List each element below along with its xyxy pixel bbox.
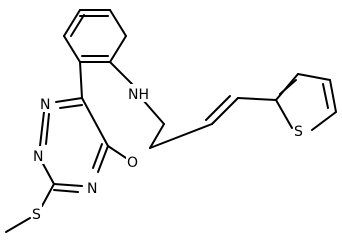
triazine-ring <box>39 97 109 193</box>
bond <box>107 145 130 161</box>
bond <box>39 111 45 147</box>
s-methylthio-label: S <box>32 207 41 223</box>
n-label: N <box>33 149 43 165</box>
bond <box>109 9 127 37</box>
o-label: O <box>127 155 138 171</box>
methylthio-group <box>5 183 55 233</box>
s-thiophene-label: S <box>294 124 303 140</box>
bond <box>70 14 85 37</box>
bond <box>97 145 109 173</box>
bond <box>142 99 165 125</box>
n-label: N <box>87 181 97 197</box>
benzene-ring <box>63 9 127 63</box>
n-label: N <box>40 97 50 113</box>
vinyl-linker <box>149 95 277 149</box>
bond <box>53 189 79 193</box>
bond <box>149 123 165 149</box>
bond <box>109 35 127 63</box>
bond <box>109 61 135 87</box>
bond <box>41 161 55 185</box>
bond <box>149 123 213 149</box>
diazepine-ring <box>79 61 165 161</box>
bond <box>41 183 55 207</box>
bond <box>297 73 331 81</box>
bond <box>205 95 231 121</box>
bond <box>211 97 239 125</box>
bond <box>5 217 31 233</box>
bond <box>275 99 293 129</box>
bond <box>279 79 297 95</box>
bond <box>55 97 83 103</box>
bond <box>311 111 337 131</box>
bond <box>59 104 83 109</box>
thiophene-ring <box>275 73 337 131</box>
bond <box>322 83 329 109</box>
atom-labels: NH N N N O S S <box>31 84 304 223</box>
bond <box>53 183 83 187</box>
nh-label: NH <box>128 87 149 103</box>
bond <box>45 113 50 145</box>
bond <box>79 61 83 99</box>
bond <box>92 143 103 169</box>
bond <box>237 97 277 101</box>
bond <box>329 79 337 113</box>
bond <box>63 35 81 63</box>
bond <box>63 9 81 37</box>
bond <box>81 97 109 147</box>
